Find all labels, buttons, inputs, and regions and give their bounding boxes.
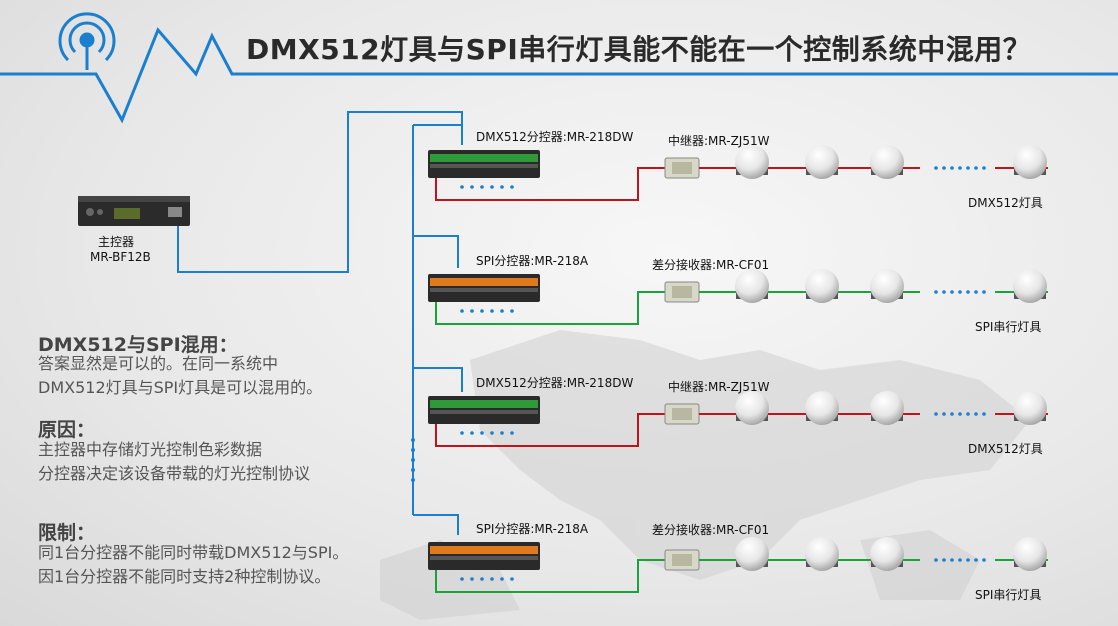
section-heading-limit: 限制：: [38, 522, 96, 544]
led-bulb: [805, 145, 839, 179]
lamp-type-label: SPI串行灯具: [975, 588, 1042, 602]
receiver-label: 差分接收器:MR-CF01: [652, 523, 770, 537]
section-text-mix-2: DMX512灯具与SPI灯具是可以混用的。: [38, 378, 323, 397]
section-text-limit-2: 因1台分控器不能同时支持2种控制协议。: [38, 567, 331, 586]
port-ellipsis: [460, 185, 514, 189]
lamp-ellipsis: [934, 558, 986, 562]
section-heading-reason: 原因：: [38, 419, 96, 441]
receiver-device: [664, 549, 700, 571]
splitter-label: SPI分控器:MR-218A: [476, 254, 589, 268]
led-bulb: [870, 145, 904, 179]
led-bulb: [735, 145, 769, 179]
port-ellipsis: [460, 577, 514, 581]
led-bulb: [735, 391, 769, 425]
port-ellipsis: [460, 309, 514, 313]
header-decoration: [0, 12, 1118, 124]
lamp-type-label: SPI串行灯具: [975, 320, 1042, 334]
output-cable: [435, 291, 665, 325]
lamp-ellipsis: [934, 290, 986, 294]
receiver-device: [664, 157, 700, 179]
main-controller-model: MR-BF12B: [90, 250, 151, 264]
led-bulb: [1013, 145, 1047, 179]
output-cable: [435, 413, 665, 447]
led-bulb: [870, 391, 904, 425]
section-text-reason-2: 分控器决定该设备带载的灯光控制协议: [38, 464, 311, 483]
led-bulb: [805, 391, 839, 425]
splitter-label: DMX512分控器:MR-218DW: [476, 130, 634, 144]
main-controller-device: [78, 196, 190, 226]
led-bulb: [805, 537, 839, 571]
splitter-device: [428, 542, 540, 570]
output-cable: [435, 167, 665, 201]
section-text-mix-1: 答案显然是可以的。在同一系统中: [38, 354, 279, 373]
receiver-label: 差分接收器:MR-CF01: [652, 258, 770, 272]
main-controller-label: 主控器: [98, 235, 135, 249]
distribution-row: [428, 269, 1048, 325]
led-bulb: [735, 269, 769, 303]
splitter-device: [428, 150, 540, 178]
wiring-ellipsis: [411, 438, 415, 482]
lamp-ellipsis: [934, 166, 986, 170]
port-ellipsis: [460, 431, 514, 435]
receiver-label: 中继器:MR-ZJ51W: [668, 134, 770, 148]
receiver-device: [664, 281, 700, 303]
splitter-label: DMX512分控器:MR-218DW: [476, 376, 634, 390]
splitter-device: [428, 396, 540, 424]
section-text-reason-1: 主控器中存储灯光控制色彩数据: [38, 440, 263, 459]
led-bulb: [1013, 391, 1047, 425]
led-bulb: [805, 269, 839, 303]
receiver-label: 中继器:MR-ZJ51W: [668, 380, 770, 394]
led-bulb: [870, 269, 904, 303]
led-bulb: [1013, 537, 1047, 571]
section-heading-mix: DMX512与SPI混用：: [38, 334, 238, 356]
distribution-row: [428, 391, 1048, 447]
section-text-limit-1: 同1台分控器不能同时带载DMX512与SPI。: [38, 543, 349, 562]
signal-logo-icon: [58, 12, 116, 70]
led-bulb: [1013, 269, 1047, 303]
lamp-type-label: DMX512灯具: [968, 442, 1043, 456]
splitter-device: [428, 274, 540, 302]
lamp-ellipsis: [934, 412, 986, 416]
receiver-device: [664, 403, 700, 425]
distribution-row: [428, 145, 1048, 201]
lamp-type-label: DMX512灯具: [968, 196, 1043, 210]
distribution-row: [428, 537, 1048, 593]
led-bulb: [735, 537, 769, 571]
led-bulb: [870, 537, 904, 571]
output-cable: [435, 559, 665, 593]
page-title: DMX512灯具与SPI串行灯具能不能在一个控制系统中混用？: [246, 33, 1032, 66]
splitter-label: SPI分控器:MR-218A: [476, 522, 589, 536]
